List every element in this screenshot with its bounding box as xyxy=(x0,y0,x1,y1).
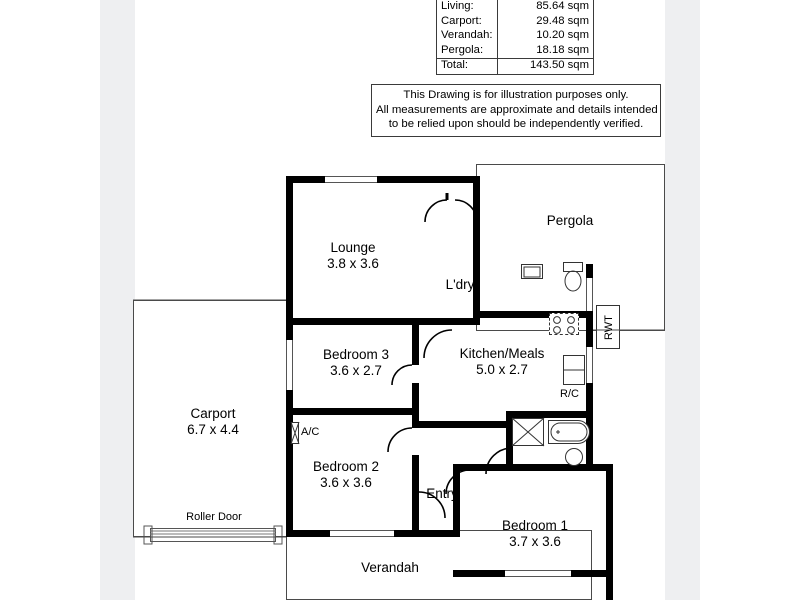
area-label: Living: xyxy=(437,0,498,15)
area-label: Pergola: xyxy=(437,43,498,59)
room-label-carport: Carport 6.7 x 4.4 xyxy=(152,406,274,438)
room-label-entry: Entry xyxy=(412,486,472,502)
air-conditioner-fixture xyxy=(291,422,299,444)
bath-fixture xyxy=(548,420,590,444)
disclaimer-line-1: This Drawing is for illustration purpose… xyxy=(403,89,629,101)
room-name: Verandah xyxy=(361,560,419,575)
roller-door-symbol xyxy=(150,528,276,542)
area-label: Verandah: xyxy=(437,29,498,44)
room-label-bedroom3: Bedroom 3 3.6 x 2.7 xyxy=(296,347,416,379)
window-bed2-bottom xyxy=(330,530,394,537)
table-row: Living: 85.64 sqm xyxy=(437,0,593,15)
wall-hall-right-upper xyxy=(473,176,480,233)
wall-top-lounge xyxy=(286,176,480,183)
shower-fixture xyxy=(512,418,544,446)
window-ldry-right xyxy=(586,278,593,311)
wall-right-upper-kitchen xyxy=(586,311,593,347)
room-label-lounge: Lounge 3.8 x 3.6 xyxy=(293,240,413,272)
carport-fill xyxy=(134,301,292,536)
wall-top-kitchen xyxy=(473,311,593,318)
area-summary-table: Living: 85.64 sqm Carport: 29.48 sqm Ver… xyxy=(436,0,594,75)
total-label: Total: xyxy=(437,58,498,74)
wall-left-bed2 xyxy=(286,390,293,536)
room-name: Entry xyxy=(426,486,458,501)
room-dims: 3.8 x 3.6 xyxy=(327,256,379,271)
window-bedroom3-left xyxy=(286,340,293,390)
room-name: L'dry xyxy=(445,277,475,292)
window-bed1-bottom xyxy=(505,570,571,577)
annotation-rainwater-tank: RWT xyxy=(603,315,615,341)
toilet-cistern-fixture xyxy=(563,262,583,272)
wall-left-lounge xyxy=(286,176,293,322)
window-kitchen-right xyxy=(586,347,593,383)
room-label-bedroom2: Bedroom 2 3.6 x 3.6 xyxy=(286,459,406,491)
disclaimer-line-2: All measurements are approximate and det… xyxy=(376,103,658,116)
room-label-kitchen: Kitchen/Meals 5.0 x 2.7 xyxy=(437,346,567,378)
room-name: Bedroom 2 xyxy=(312,459,380,474)
room-name: Lounge xyxy=(330,240,376,255)
wall-kitchen-bottom xyxy=(419,421,513,428)
laundry-trough-fixture xyxy=(521,264,543,279)
wall-bed3-bed2 xyxy=(286,408,419,415)
area-value: 10.20 sqm xyxy=(536,29,589,42)
room-dims: 5.0 x 2.7 xyxy=(476,362,528,377)
table-row: Carport: 29.48 sqm xyxy=(437,14,593,30)
cooktop-fixture xyxy=(549,313,579,335)
room-label-verandah: Verandah xyxy=(330,560,450,576)
room-name: Carport xyxy=(190,406,236,421)
window-lounge-top xyxy=(325,176,377,183)
room-name: Bedroom 3 xyxy=(322,347,390,362)
total-value: 143.50 sqm xyxy=(497,58,593,74)
room-name: Kitchen/Meals xyxy=(459,346,545,361)
basin-fixture xyxy=(565,448,583,466)
wall-hall-right-lower xyxy=(473,258,480,318)
wall-hall-left-a xyxy=(412,325,419,365)
area-value: 85.64 sqm xyxy=(536,0,589,12)
wall-right-ldry xyxy=(586,264,593,280)
left-margin-band xyxy=(100,0,135,600)
disclaimer-box: This Drawing is for illustration purpose… xyxy=(371,84,661,137)
table-row: Verandah: 10.20 sqm xyxy=(437,29,593,44)
wall-right-bed1 xyxy=(606,464,613,600)
room-dims: 3.6 x 3.6 xyxy=(320,475,372,490)
wall-top-bed1 xyxy=(453,464,613,471)
right-margin-band xyxy=(665,0,700,600)
room-dims: 3.7 x 3.6 xyxy=(509,534,561,549)
wall-bath-left xyxy=(506,411,513,466)
table-row: Pergola: 18.18 sqm xyxy=(437,43,593,59)
annotation-air-conditioner: A/C xyxy=(301,426,320,438)
wall-hall-left-c xyxy=(412,455,419,537)
area-label: Carport: xyxy=(437,14,498,30)
room-label-bedroom1: Bedroom 1 3.7 x 3.6 xyxy=(470,518,600,550)
wall-ldry-divider xyxy=(473,233,480,258)
room-dims: 3.6 x 2.7 xyxy=(330,363,382,378)
pergola-fill xyxy=(477,165,664,330)
table-row-total: Total: 143.50 sqm xyxy=(437,58,593,74)
annotation-robe-cupboard: R/C xyxy=(560,388,579,400)
wall-right-bath xyxy=(586,383,593,471)
room-label-pergola: Pergola xyxy=(510,213,630,229)
wall-hall-left-b xyxy=(412,383,419,428)
room-name: Pergola xyxy=(546,213,594,228)
wall-bath-top xyxy=(506,411,593,418)
wall-lounge-bed3 xyxy=(286,318,480,325)
area-value: 29.48 sqm xyxy=(536,14,589,27)
room-name: Bedroom 1 xyxy=(501,518,569,533)
room-label-ldry: L'dry xyxy=(420,277,500,293)
verandah-fill xyxy=(287,531,591,600)
wall-left-bed3-a xyxy=(286,322,293,340)
disclaimer-line-3: to be relied upon should be independentl… xyxy=(388,118,644,130)
pergola-outline xyxy=(476,164,665,331)
rainwater-tank-fixture xyxy=(596,305,620,349)
area-value: 18.18 sqm xyxy=(536,43,589,56)
wall-entry-right xyxy=(453,470,460,537)
room-dims: 6.7 x 4.4 xyxy=(187,422,239,437)
annotation-roller-door: Roller Door xyxy=(186,511,242,523)
